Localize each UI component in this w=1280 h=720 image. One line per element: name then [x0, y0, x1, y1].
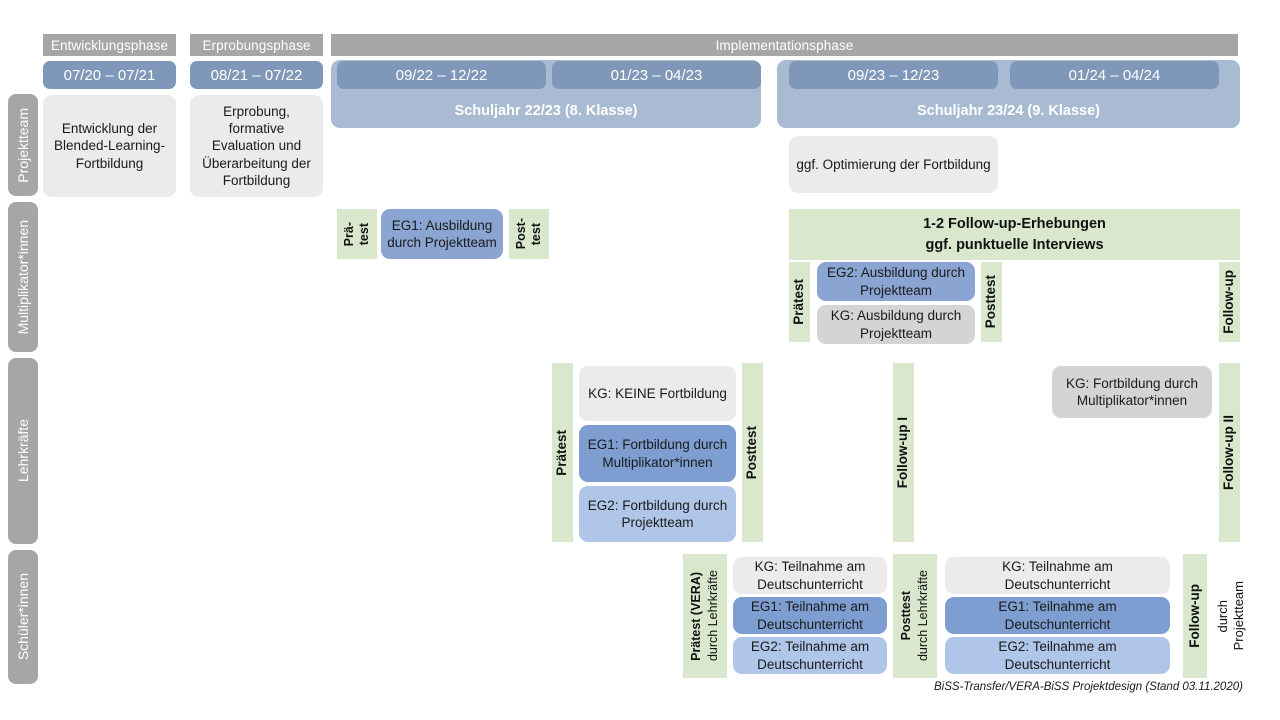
measure-praetest-multiplikatoren-1: Prä- test: [337, 209, 377, 259]
date-pill-0922-1222: 09/22 – 12/22: [337, 61, 546, 89]
measure-posttest-schueler: Posttest durch Lehrkräfte: [893, 554, 937, 678]
schoolyear-label: Schuljahr 22/23 (8. Klasse): [454, 103, 638, 119]
measure-posttest-multiplikatoren-1: Post- test: [509, 209, 549, 259]
rail-label: Lehrkräfte: [15, 419, 31, 483]
footer-source-note: BiSS-Transfer/VERA-BiSS Projektdesign (S…: [934, 681, 1243, 693]
date-label: 09/22 – 12/22: [395, 66, 488, 84]
card-kg-ausbildung-projektteam: KG: Ausbildung durch Projektteam: [817, 305, 975, 344]
followup-sublabel-projektteam: Projektteam: [1230, 581, 1246, 651]
measure-praetest-multiplikatoren-2: Prätest: [789, 262, 810, 342]
card-eg1-ausbildung-projektteam: EG1: Ausbildung durch Projektteam: [381, 209, 503, 259]
card-kg-teilnahme-deutschunterricht-a: KG: Teilnahme am Deutschunterricht: [733, 557, 887, 594]
card-eg2-fortbildung-projektteam: EG2: Fortbildung durch Projektteam: [579, 486, 736, 542]
card-text: EG2: Teilnahme am Deutschunterricht: [998, 639, 1117, 672]
followup-2-label: Follow-up II: [1221, 415, 1237, 490]
praetest-label: Prätest: [554, 429, 570, 476]
card-text: EG2: Fortbildung durch Projektteam: [587, 497, 728, 530]
date-pill-0821-0722: 08/21 – 07/22: [190, 61, 323, 89]
measure-followup-multiplikatoren: Follow-up: [1219, 262, 1240, 342]
date-label: 01/23 – 04/23: [610, 66, 703, 84]
followup-label: Follow-up: [1186, 584, 1202, 648]
card-text: EG1: Teilnahme am Deutschunterricht: [998, 599, 1117, 632]
date-label: 08/21 – 07/22: [210, 66, 303, 84]
card-text: EG1: Fortbildung durch Multiplikator*inn…: [587, 437, 728, 470]
date-label: 01/24 – 04/24: [1068, 66, 1161, 84]
phase-header-entwicklungsphase: Entwicklungsphase: [43, 34, 176, 56]
card-text: EG1: Teilnahme am Deutschunterricht: [750, 599, 870, 632]
card-kg-fortbildung-multiplikatoren: KG: Fortbildung durch Multiplikator*inne…: [1052, 366, 1212, 418]
posttest-sublabel: durch Lehrkräfte: [915, 570, 930, 662]
card-text: EG2: Ausbildung durch Projektteam: [826, 265, 966, 298]
rail-label: Schüler*innen: [15, 573, 31, 661]
card-eg1-fortbildung-multiplikatoren: EG1: Fortbildung durch Multiplikator*inn…: [579, 425, 736, 482]
praetest-vera-sublabel: durch Lehrkräfte: [705, 570, 720, 662]
card-eg1-teilnahme-deutschunterricht-a: EG1: Teilnahme am Deutschunterricht: [733, 597, 887, 634]
measure-followup-1-lehrkraefte: Follow-up I: [893, 363, 914, 542]
praetest-label: Prätest: [791, 279, 807, 325]
measure-posttest-lehrkraefte: Posttest: [742, 363, 763, 542]
praetest-line2: test: [356, 222, 371, 246]
phase-header-erprobungsphase: Erprobungsphase: [190, 34, 323, 56]
phase-label: Implementationsphase: [715, 37, 854, 53]
card-kg-keine-fortbildung: KG: KEINE Fortbildung: [579, 366, 736, 421]
card-eg2-teilnahme-deutschunterricht-b: EG2: Teilnahme am Deutschunterricht: [945, 637, 1170, 674]
measure-praetest-vera-schueler: Prätest (VERA) durch Lehrkräfte: [683, 554, 727, 678]
rail-projektteam: Projektteam: [8, 94, 38, 196]
date-pill-0123-0423: 01/23 – 04/23: [552, 61, 761, 89]
posttest-label: Posttest: [744, 425, 760, 480]
posttest-line1: Post-: [514, 218, 529, 250]
measure-followup-schueler: Follow-up: [1183, 554, 1207, 678]
card-eg2-teilnahme-deutschunterricht-a: EG2: Teilnahme am Deutschunterricht: [733, 637, 887, 674]
rail-lehrkraefte: Lehrkräfte: [8, 358, 38, 544]
date-pill-0124-0424: 01/24 – 04/24: [1010, 61, 1219, 89]
card-text: EG1: Ausbildung durch Projektteam: [387, 217, 497, 250]
rail-multiplikatorinnen: Multiplikator*innen: [8, 202, 38, 352]
card-text: ggf. Optimierung der Fortbildung: [796, 156, 991, 172]
followup-label: Follow-up: [1221, 270, 1237, 334]
followup-1-label: Follow-up I: [895, 416, 911, 489]
measure-followup-2-lehrkraefte: Follow-up II: [1219, 363, 1240, 542]
date-pill-0923-1223: 09/23 – 12/23: [789, 61, 998, 89]
card-text: KG: Teilnahme am Deutschunterricht: [1002, 559, 1113, 592]
card-text: KG: Teilnahme am Deutschunterricht: [754, 559, 866, 592]
card-eg1-teilnahme-deutschunterricht-b: EG1: Teilnahme am Deutschunterricht: [945, 597, 1170, 634]
phase-label: Erprobungsphase: [202, 37, 311, 53]
schoolyear-label: Schuljahr 23/24 (9. Klasse): [917, 103, 1100, 119]
card-text: KG: KEINE Fortbildung: [588, 385, 727, 401]
phase-header-implementationsphase: Implementationsphase: [331, 34, 1238, 56]
banner-followup-erhebungen: 1-2 Follow-up-Erhebungen ggf. punktuelle…: [789, 209, 1240, 260]
rail-schuelerinnen: Schüler*innen: [8, 550, 38, 684]
banner-line1: 1-2 Follow-up-Erhebungen: [923, 216, 1106, 233]
card-text: Erprobung, formative Evaluation und Über…: [202, 103, 311, 188]
posttest-label: Posttest: [899, 591, 914, 641]
measure-praetest-lehrkraefte: Prätest: [552, 363, 573, 542]
card-text: EG2: Teilnahme am Deutschunterricht: [750, 639, 870, 672]
date-label: 09/23 – 12/23: [847, 66, 940, 84]
posttest-label: Posttest: [983, 275, 999, 329]
card-text: KG: Ausbildung durch Projektteam: [830, 308, 962, 341]
card-text: Entwicklung der Blended-Learning-Fortbil…: [53, 121, 166, 171]
date-label: 07/20 – 07/21: [63, 66, 156, 84]
measure-posttest-multiplikatoren-2: Posttest: [981, 262, 1002, 342]
card-eg2-ausbildung-projektteam: EG2: Ausbildung durch Projektteam: [817, 262, 975, 301]
card-kg-teilnahme-deutschunterricht-b: KG: Teilnahme am Deutschunterricht: [945, 557, 1170, 594]
rail-label: Projektteam: [15, 107, 31, 183]
praetest-vera-label: Prätest (VERA): [689, 571, 704, 661]
card-erprobung-evaluation: Erprobung, formative Evaluation und Über…: [190, 95, 323, 197]
date-pill-0720-0721: 07/20 – 07/21: [43, 61, 176, 89]
footer-text: BiSS-Transfer/VERA-BiSS Projektdesign (S…: [934, 681, 1243, 693]
followup-sublabel-durch: durch: [1214, 599, 1230, 633]
phase-label: Entwicklungsphase: [50, 37, 169, 53]
card-entwicklung-fortbildung: Entwicklung der Blended-Learning-Fortbil…: [43, 95, 176, 197]
banner-line2: ggf. punktuelle Interviews: [925, 236, 1104, 253]
card-text: KG: Fortbildung durch Multiplikator*inne…: [1065, 375, 1199, 408]
rail-label: Multiplikator*innen: [15, 219, 31, 335]
praetest-line1: Prä-: [342, 221, 357, 247]
posttest-line2: test: [528, 222, 543, 246]
followup-schueler-sublabels: durch Projektteam: [1207, 554, 1253, 678]
card-optimierung-fortbildung: ggf. Optimierung der Fortbildung: [789, 136, 998, 193]
